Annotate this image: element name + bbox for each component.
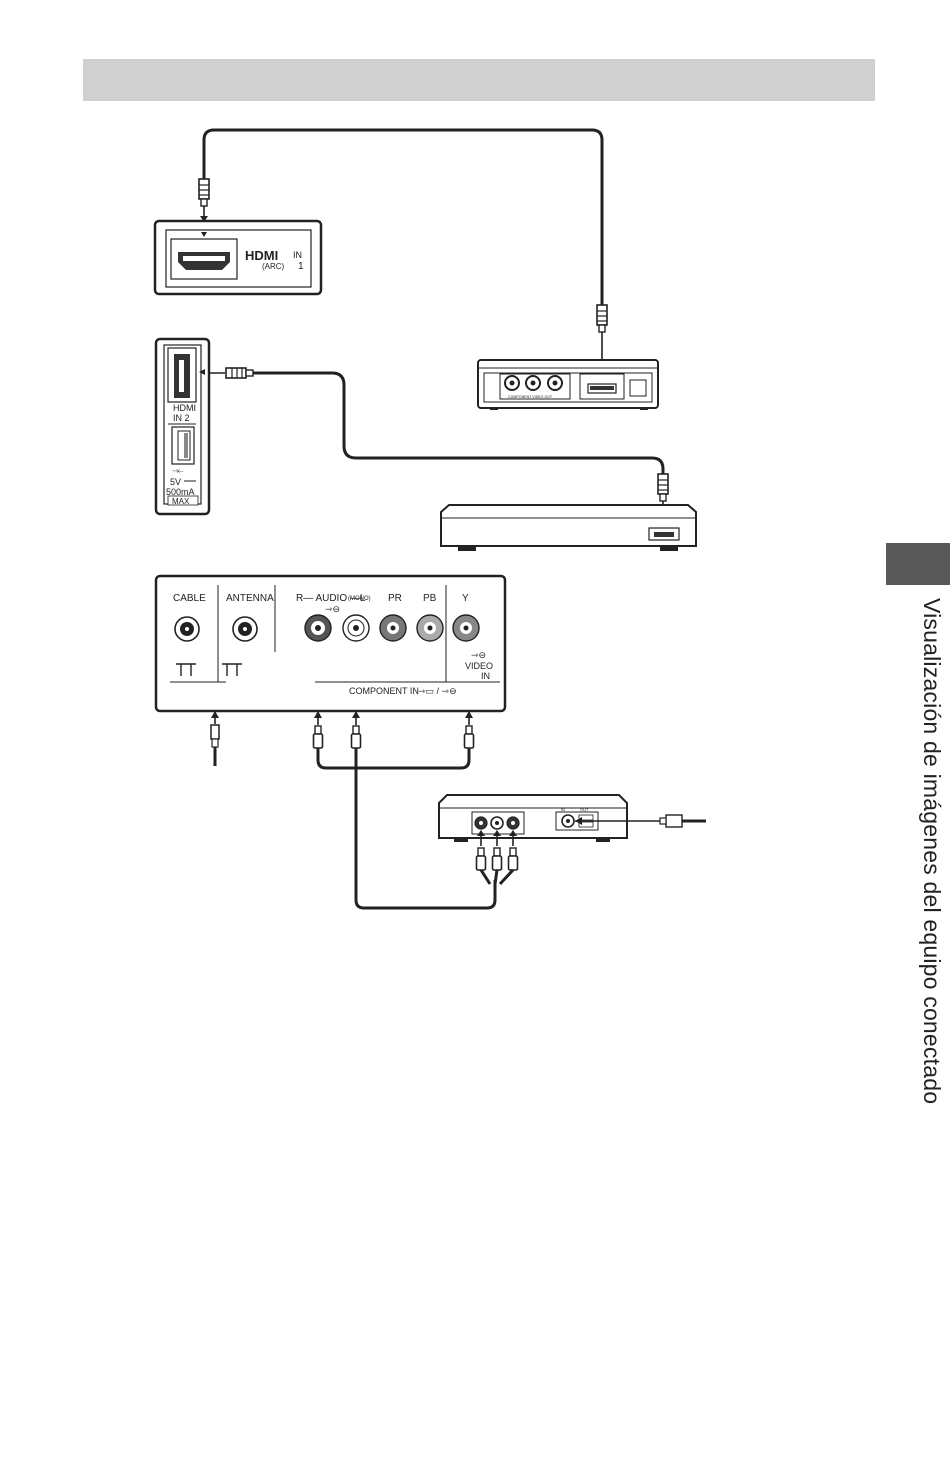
hdmi2-in-label: IN 2	[173, 413, 190, 423]
box-out-label: OUT	[580, 807, 589, 812]
hdmi-in-label: IN	[293, 250, 302, 260]
hdmi-arc-label: (ARC)	[262, 262, 285, 271]
video-in-label: IN	[481, 671, 490, 681]
cable-label: CABLE	[173, 593, 206, 604]
input-symbol-icon: ⇾⊖	[325, 604, 340, 614]
tv-rear-panel: CABLE ANTENNA R— AUDIO —L (MONO) PR PB Y…	[156, 576, 505, 711]
blu-ray-player	[441, 505, 696, 551]
usb-icon: ⟞⇠	[172, 468, 184, 475]
video-label: VIDEO	[465, 661, 493, 671]
hdmi-plug-side	[226, 368, 253, 378]
hdmi2-label: HDMI	[173, 403, 196, 413]
y-label: Y	[462, 593, 469, 604]
hdmi-panel-2: HDMI IN 2 ⟞⇠ 5V 500mA MAX	[156, 339, 209, 514]
usb-power: 5V	[170, 477, 181, 487]
cable-box: IN OUT	[439, 795, 627, 842]
usb-current: 500mA	[166, 487, 195, 497]
component-in-label: COMPONENT IN	[349, 686, 419, 696]
hdmi-plug-top-left	[199, 179, 209, 206]
hdmi-plug-box-top	[597, 305, 607, 332]
component-in-symbols: ⇾▭ / ⇾⊖	[418, 686, 457, 696]
mono-label: (MONO)	[348, 596, 371, 602]
hdmi-plug-player	[658, 474, 668, 501]
component-video-out-label: COMPONENT VIDEO OUT	[508, 395, 553, 399]
hdmi-port-number: 1	[298, 261, 304, 272]
hdmi-logo: HDMI	[245, 248, 278, 263]
pr-label: PR	[388, 593, 402, 604]
hdmi-panel-1: HDMI IN (ARC) 1	[155, 221, 321, 294]
pb-label: PB	[423, 593, 437, 604]
usb-max: MAX	[172, 497, 190, 506]
box-in-label: IN	[561, 807, 565, 812]
antenna-label: ANTENNA	[226, 593, 274, 604]
component-video-box: COMPONENT VIDEO OUT	[478, 360, 658, 410]
video-in-icon: ⇾⊖	[471, 650, 486, 660]
